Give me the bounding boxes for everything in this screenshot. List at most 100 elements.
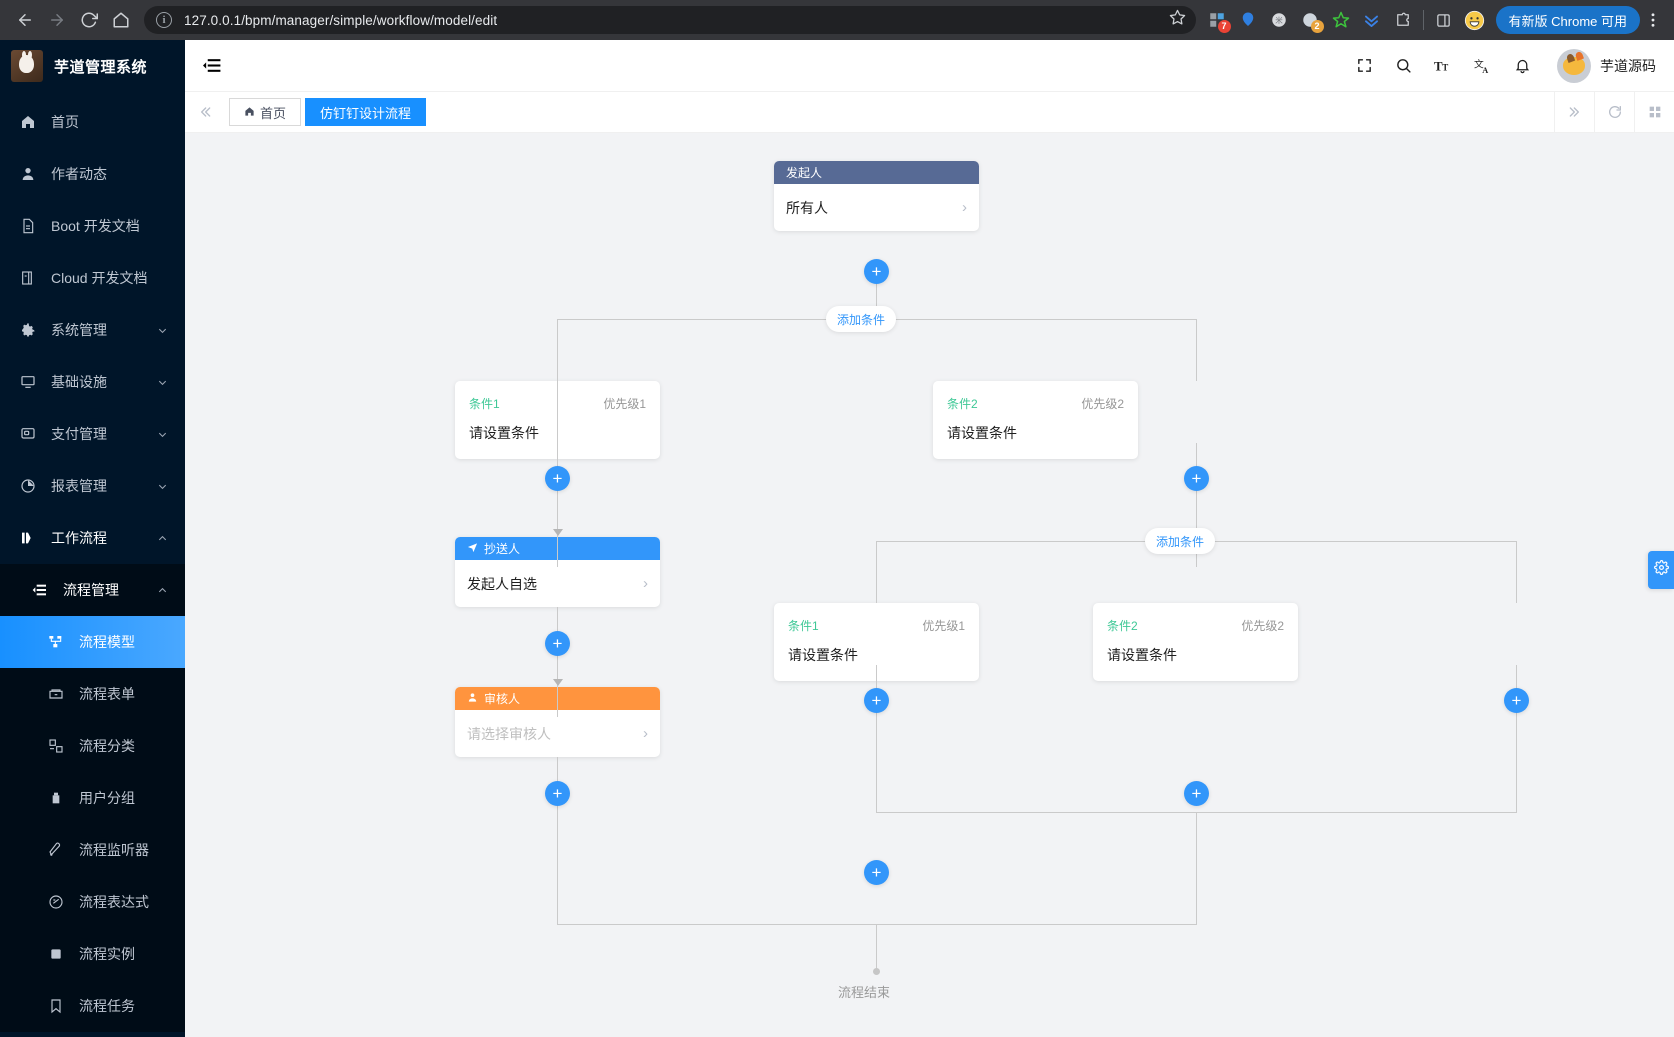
- connector-line: [1196, 319, 1197, 381]
- svg-text:T: T: [1434, 59, 1443, 73]
- condition-node-1-2[interactable]: 条件2 优先级2 请设置条件: [933, 381, 1138, 459]
- add-node-button[interactable]: +: [864, 688, 889, 713]
- add-node-button[interactable]: +: [1504, 688, 1529, 713]
- sidebar-item-report[interactable]: 报表管理: [0, 460, 185, 512]
- home-icon: [20, 114, 40, 130]
- sidebar-item-label: 支付管理: [51, 426, 107, 442]
- side-panel-icon[interactable]: [1433, 9, 1455, 31]
- sidebar-item-process-expression[interactable]: 流程表达式: [0, 876, 185, 928]
- sidebar-item-user-group[interactable]: 用户分组: [0, 772, 185, 824]
- canvas-settings-button[interactable]: [1648, 551, 1674, 589]
- brand-title: 芋道管理系统: [54, 58, 148, 76]
- user-menu[interactable]: 芋道源码: [1557, 48, 1656, 83]
- add-node-button[interactable]: +: [545, 466, 570, 491]
- sidebar-item-label: 首页: [51, 114, 79, 130]
- sidebar-item-infrastructure[interactable]: 基础设施: [0, 356, 185, 408]
- profile-emoji-icon[interactable]: [1464, 9, 1486, 31]
- payment-icon: [20, 426, 40, 442]
- tab-dingtalk-flow-design[interactable]: 仿钉钉设计流程: [305, 98, 427, 126]
- browser-toolbar: i 127.0.0.1/bpm/manager/simple/workflow/…: [0, 0, 1674, 40]
- add-node-button[interactable]: +: [545, 781, 570, 806]
- add-condition-button-level1[interactable]: 添加条件: [826, 306, 897, 332]
- condition-priority: 优先级2: [1241, 619, 1284, 633]
- node-body[interactable]: 发起人自选 ›: [455, 560, 660, 607]
- sidebar-item-system[interactable]: 系统管理: [0, 304, 185, 356]
- search-icon[interactable]: [1395, 57, 1412, 74]
- grid-layout-icon[interactable]: [1634, 91, 1674, 133]
- task-bookmark-icon: [48, 998, 68, 1014]
- sidebar-item-process-management[interactable]: 流程管理: [0, 564, 185, 616]
- pie-chart-icon: [20, 478, 40, 494]
- reload-icon[interactable]: [74, 5, 104, 35]
- collapse-menu-icon[interactable]: [203, 56, 222, 75]
- sidebar-item-author-feed[interactable]: 作者动态: [0, 148, 185, 200]
- sidebar-item-label: 用户分组: [79, 790, 135, 806]
- sidebar-item-boot-doc[interactable]: Boot 开发文档: [0, 200, 185, 252]
- sidebar-item-process-form[interactable]: 流程表单: [0, 668, 185, 720]
- node-value: 所有人: [786, 199, 828, 216]
- sidebar-item-label: 流程表单: [79, 686, 135, 702]
- add-condition-button-level2[interactable]: 添加条件: [1145, 528, 1216, 554]
- sidebar-item-label: 流程表达式: [79, 894, 149, 910]
- sidebar-item-cloud-doc[interactable]: Cloud 开发文档: [0, 252, 185, 304]
- back-arrow-icon[interactable]: [10, 5, 40, 35]
- sidebar-item-payment[interactable]: 支付管理: [0, 408, 185, 460]
- extension-puzzle-icon[interactable]: [1392, 9, 1414, 31]
- site-info-icon[interactable]: i: [156, 12, 172, 28]
- sidebar-item-process-model[interactable]: 流程模型: [0, 616, 185, 668]
- kebab-menu-icon[interactable]: [1642, 11, 1664, 29]
- condition-header: 条件1 优先级1: [469, 395, 646, 412]
- sidebar-item-process-category[interactable]: 流程分类: [0, 720, 185, 772]
- sidebar-item-process-instance[interactable]: 流程实例: [0, 928, 185, 980]
- condition-node-2-2[interactable]: 条件2 优先级2 请设置条件: [1093, 603, 1298, 681]
- sidebar-item-process-listener[interactable]: 流程监听器: [0, 824, 185, 876]
- extension-moon-icon[interactable]: 2: [1299, 9, 1324, 33]
- end-dot: [873, 968, 880, 975]
- forward-arrow-icon[interactable]: [42, 5, 72, 35]
- refresh-icon[interactable]: [1594, 91, 1634, 133]
- sidebar-item-process-task[interactable]: 流程任务: [0, 980, 185, 1032]
- sidebar-item-workflow[interactable]: 工作流程: [0, 512, 185, 564]
- node-body[interactable]: 所有人 ›: [774, 184, 979, 231]
- sidebar-item-label: 流程管理: [63, 582, 119, 598]
- bell-icon[interactable]: [1514, 57, 1531, 74]
- category-icon: [48, 738, 68, 754]
- extension-balloon-icon[interactable]: [1237, 9, 1259, 31]
- add-node-button[interactable]: +: [864, 860, 889, 885]
- condition-name: 条件2: [947, 397, 978, 411]
- expression-icon: [48, 894, 68, 910]
- node-title: 发起人: [786, 166, 823, 180]
- chrome-update-button[interactable]: 有新版 Chrome 可用: [1495, 6, 1640, 34]
- connector-line: [1516, 541, 1517, 603]
- condition-value: 请设置条件: [788, 647, 858, 663]
- address-bar[interactable]: i 127.0.0.1/bpm/manager/simple/workflow/…: [144, 6, 1196, 34]
- workflow-canvas[interactable]: 发起人 所有人 › + 添加条件 条件1: [185, 133, 1674, 1037]
- sidebar-item-label: 基础设施: [51, 374, 107, 390]
- extension-green-star-icon[interactable]: [1330, 9, 1352, 31]
- add-node-button[interactable]: +: [545, 631, 570, 656]
- add-node-button[interactable]: +: [864, 259, 889, 284]
- extension-grid-icon[interactable]: 7: [1206, 9, 1231, 33]
- condition-name: 条件1: [788, 619, 819, 633]
- double-chevron-right-icon[interactable]: [1554, 91, 1594, 133]
- double-chevron-left-icon[interactable]: [185, 92, 225, 132]
- extension-double-chevron-icon[interactable]: [1361, 9, 1383, 31]
- connector-line: [557, 607, 558, 717]
- bookmark-star-icon[interactable]: [1169, 9, 1186, 31]
- tab-bar: 首页 仿钉钉设计流程: [185, 91, 1674, 133]
- node-body[interactable]: 请选择审核人 ›: [455, 710, 660, 757]
- home-icon[interactable]: [106, 5, 136, 35]
- add-node-button[interactable]: +: [1184, 466, 1209, 491]
- brand[interactable]: 芋道管理系统: [0, 40, 185, 92]
- extension-gray-icon[interactable]: 米: [1268, 9, 1290, 31]
- tab-home[interactable]: 首页: [229, 98, 302, 126]
- sidebar: 芋道管理系统 首页 作者动态 Boot 开发文档 Cloud 开发文档 系: [0, 40, 185, 1037]
- sidebar-item-home[interactable]: 首页: [0, 96, 185, 148]
- fullscreen-icon[interactable]: [1356, 57, 1373, 74]
- add-node-button[interactable]: +: [1184, 781, 1209, 806]
- node-initiator[interactable]: 发起人 所有人 ›: [774, 161, 979, 231]
